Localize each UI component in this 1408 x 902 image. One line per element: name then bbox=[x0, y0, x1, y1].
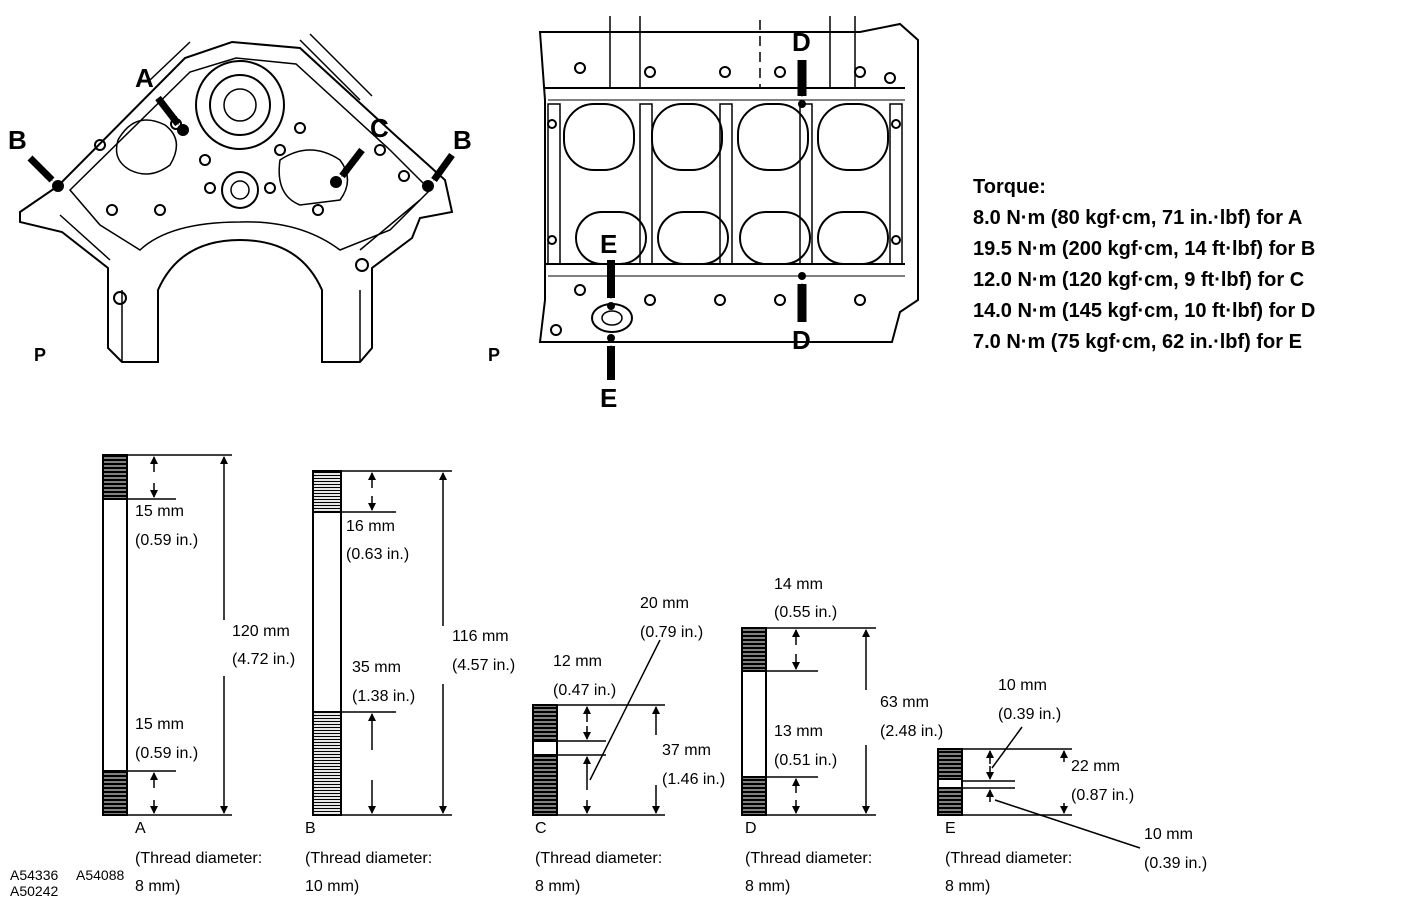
bolt-a-thread-dia-label: (Thread diameter: bbox=[135, 850, 263, 867]
callout-b-right: B bbox=[453, 125, 472, 155]
callout-e-top: E bbox=[600, 229, 618, 259]
bolt-d-top-thread-in: (0.55 in.) bbox=[774, 604, 838, 621]
front-mark-left: P bbox=[34, 345, 47, 365]
bolt-c-shoulder-in: (0.79 in.) bbox=[640, 624, 704, 641]
bolt-e-thread-dia-label: (Thread diameter: bbox=[945, 850, 1073, 867]
bolt-d-thread-dia-value: 8 mm) bbox=[745, 878, 791, 895]
bolt-location-dots-front bbox=[52, 124, 434, 192]
bolt-c-shoulder-mm: 20 mm bbox=[640, 595, 689, 612]
bolt-b-overall-mm: 116 mm bbox=[452, 628, 509, 645]
bolt-a-overall-mm: 120 mm bbox=[232, 623, 290, 640]
figure-code-2: A54088 bbox=[76, 867, 125, 883]
bolt-d-thread-dia-label: (Thread diameter: bbox=[745, 850, 873, 867]
bolt-c-letter: C bbox=[535, 820, 547, 837]
bolt-e-drawing bbox=[937, 726, 1141, 849]
callout-d-top: D bbox=[792, 27, 811, 57]
bolt-e-top-thread-in: (0.39 in.) bbox=[998, 706, 1062, 723]
torque-spec-b: 19.5 N·m (200 kgf·cm, 14 ft·lbf) for B bbox=[973, 238, 1316, 260]
torque-spec-e: 7.0 N·m (75 kgf·cm, 62 in.·lbf) for E bbox=[973, 331, 1302, 353]
bolt-c-top-thread-mm: 12 mm bbox=[553, 653, 602, 670]
bolt-b-drawing bbox=[312, 470, 452, 816]
bolt-d-drawing bbox=[741, 627, 876, 816]
bolt-b-top-thread-mm: 16 mm bbox=[346, 518, 395, 535]
callout-d-bottom: D bbox=[792, 325, 811, 355]
bolt-e-thread-dia-value: 8 mm) bbox=[945, 878, 991, 895]
bolt-a-bottom-thread-in: (0.59 in.) bbox=[135, 745, 199, 762]
bolt-e-shoulder-mm: 10 mm bbox=[1144, 826, 1193, 843]
bolt-d-overall-in: (2.48 in.) bbox=[880, 723, 944, 740]
bolt-e-overall-mm: 22 mm bbox=[1071, 758, 1120, 775]
bolt-a-bottom-thread-mm: 15 mm bbox=[135, 716, 184, 733]
bolt-c-overall-in: (1.46 in.) bbox=[662, 771, 726, 788]
engine-top-view bbox=[538, 16, 919, 343]
bolt-e-letter: E bbox=[945, 820, 956, 837]
bolt-a-overall-in: (4.72 in.) bbox=[232, 651, 296, 668]
torque-heading: Torque: bbox=[973, 176, 1046, 198]
callout-b-left: B bbox=[8, 125, 27, 155]
bolt-b-top-thread-in: (0.63 in.) bbox=[346, 546, 410, 563]
torque-spec-block: Torque: 8.0 N·m (80 kgf·cm, 71 in.·lbf) … bbox=[973, 172, 1315, 358]
front-mark-right: P bbox=[488, 345, 501, 365]
bolt-b-letter: B bbox=[305, 820, 316, 837]
bolt-c-thread-dia-value: 8 mm) bbox=[535, 878, 581, 895]
torque-spec-a: 8.0 N·m (80 kgf·cm, 71 in.·lbf) for A bbox=[973, 207, 1303, 229]
bolt-b-thread-dia-value: 10 mm) bbox=[305, 878, 360, 895]
torque-spec-c: 12.0 N·m (120 kgf·cm, 9 ft·lbf) for C bbox=[973, 269, 1305, 291]
figure-code-1: A54336 bbox=[10, 867, 59, 883]
bolt-location-dots-top bbox=[607, 100, 806, 342]
bolt-c-thread-dia-label: (Thread diameter: bbox=[535, 850, 663, 867]
callout-arrows-front bbox=[27, 95, 455, 183]
bolt-a-drawing bbox=[102, 454, 232, 816]
bolt-a-letter: A bbox=[135, 820, 146, 837]
bolt-e-overall-in: (0.87 in.) bbox=[1071, 787, 1135, 804]
bolt-e-top-thread-mm: 10 mm bbox=[998, 677, 1047, 694]
bolt-d-top-thread-mm: 14 mm bbox=[774, 576, 823, 593]
bolt-a-top-thread-in: (0.59 in.) bbox=[135, 532, 199, 549]
bolt-c-drawing bbox=[532, 639, 665, 816]
bolt-e-shoulder-in: (0.39 in.) bbox=[1144, 855, 1208, 872]
bolt-d-bottom-thread-in: (0.51 in.) bbox=[774, 752, 838, 769]
bolt-b-bottom-thread-in: (1.38 in.) bbox=[352, 688, 416, 705]
engine-front-view bbox=[19, 33, 454, 363]
bolt-b-thread-dia-label: (Thread diameter: bbox=[305, 850, 433, 867]
bolt-a-top-thread-mm: 15 mm bbox=[135, 503, 184, 520]
figure-code-3: A50242 bbox=[10, 883, 59, 899]
bolt-a-thread-dia-value: 8 mm) bbox=[135, 878, 181, 895]
callout-e-bottom: E bbox=[600, 383, 618, 413]
bolt-c-overall-mm: 37 mm bbox=[662, 742, 711, 759]
torque-spec-d: 14.0 N·m (145 kgf·cm, 10 ft·lbf) for D bbox=[973, 300, 1316, 322]
callout-arrows-top bbox=[607, 60, 807, 380]
bolt-c-top-thread-in: (0.47 in.) bbox=[553, 682, 617, 699]
bolt-d-letter: D bbox=[745, 820, 757, 837]
bolt-b-overall-in: (4.57 in.) bbox=[452, 657, 516, 674]
bolt-d-bottom-thread-mm: 13 mm bbox=[774, 723, 823, 740]
callout-a: A bbox=[135, 63, 154, 93]
bolt-b-bottom-thread-mm: 35 mm bbox=[352, 659, 401, 676]
callout-c: C bbox=[370, 113, 389, 143]
bolt-d-overall-mm: 63 mm bbox=[880, 694, 929, 711]
